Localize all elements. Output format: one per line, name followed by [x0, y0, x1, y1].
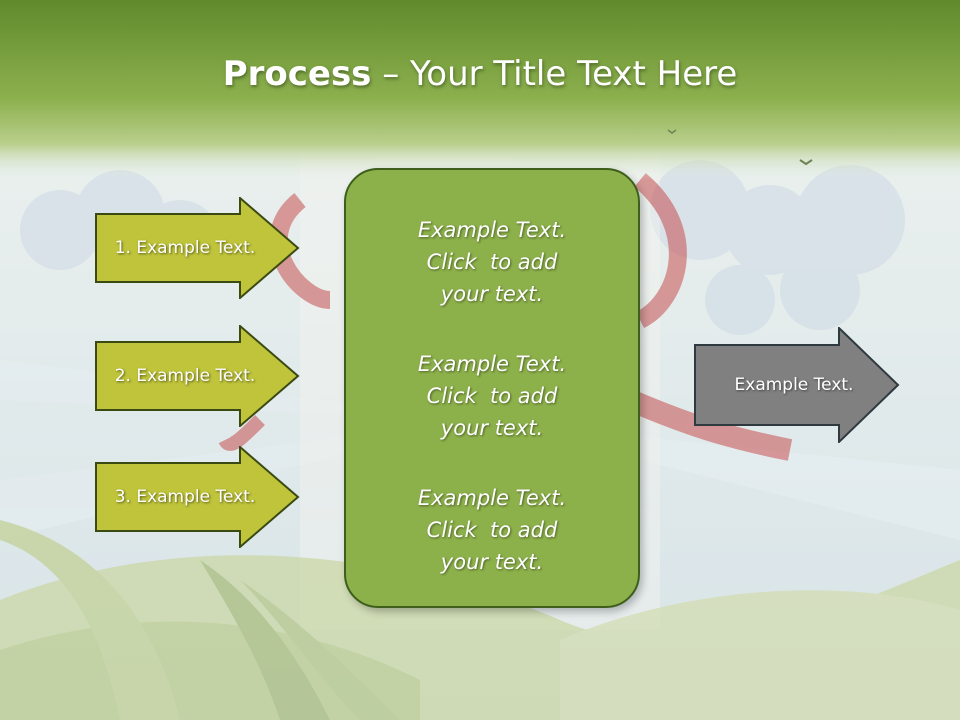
slide-title: Process – Your Title Text Here [0, 52, 960, 96]
arrow-right-icon [95, 446, 300, 548]
step-label: 2. Example Text. [114, 366, 256, 386]
text-line: Click to add [426, 250, 558, 274]
text-line: Click to add [426, 384, 558, 408]
text-line: Example Text. [417, 486, 567, 510]
center-text-block-1: Example Text. Click to add your text. [372, 214, 612, 310]
step-arrow-2[interactable]: 2. Example Text. [95, 325, 300, 427]
title-bold: Process [222, 54, 372, 94]
text-line: your text. [440, 550, 544, 574]
arrow-right-icon [95, 197, 300, 299]
arrow-right-icon [95, 325, 300, 427]
step-label: 1. Example Text. [114, 238, 256, 258]
output-label: Example Text. [734, 375, 854, 395]
center-text-block-3: Example Text. Click to add your text. [372, 482, 612, 578]
title-rest: – Your Title Text Here [371, 54, 738, 94]
text-line: Example Text. [417, 352, 567, 376]
arrow-right-icon [694, 327, 900, 443]
output-arrow[interactable]: Example Text. [694, 327, 900, 443]
text-line: Example Text. [417, 218, 567, 242]
center-process-box[interactable]: Example Text. Click to add your text. Ex… [344, 168, 640, 608]
text-line: your text. [440, 282, 544, 306]
step-arrow-3[interactable]: 3. Example Text. [95, 446, 300, 548]
step-label: 3. Example Text. [114, 487, 256, 507]
step-arrow-1[interactable]: 1. Example Text. [95, 197, 300, 299]
text-line: Click to add [426, 518, 558, 542]
text-line: your text. [440, 416, 544, 440]
center-text-block-2: Example Text. Click to add your text. [372, 348, 612, 444]
